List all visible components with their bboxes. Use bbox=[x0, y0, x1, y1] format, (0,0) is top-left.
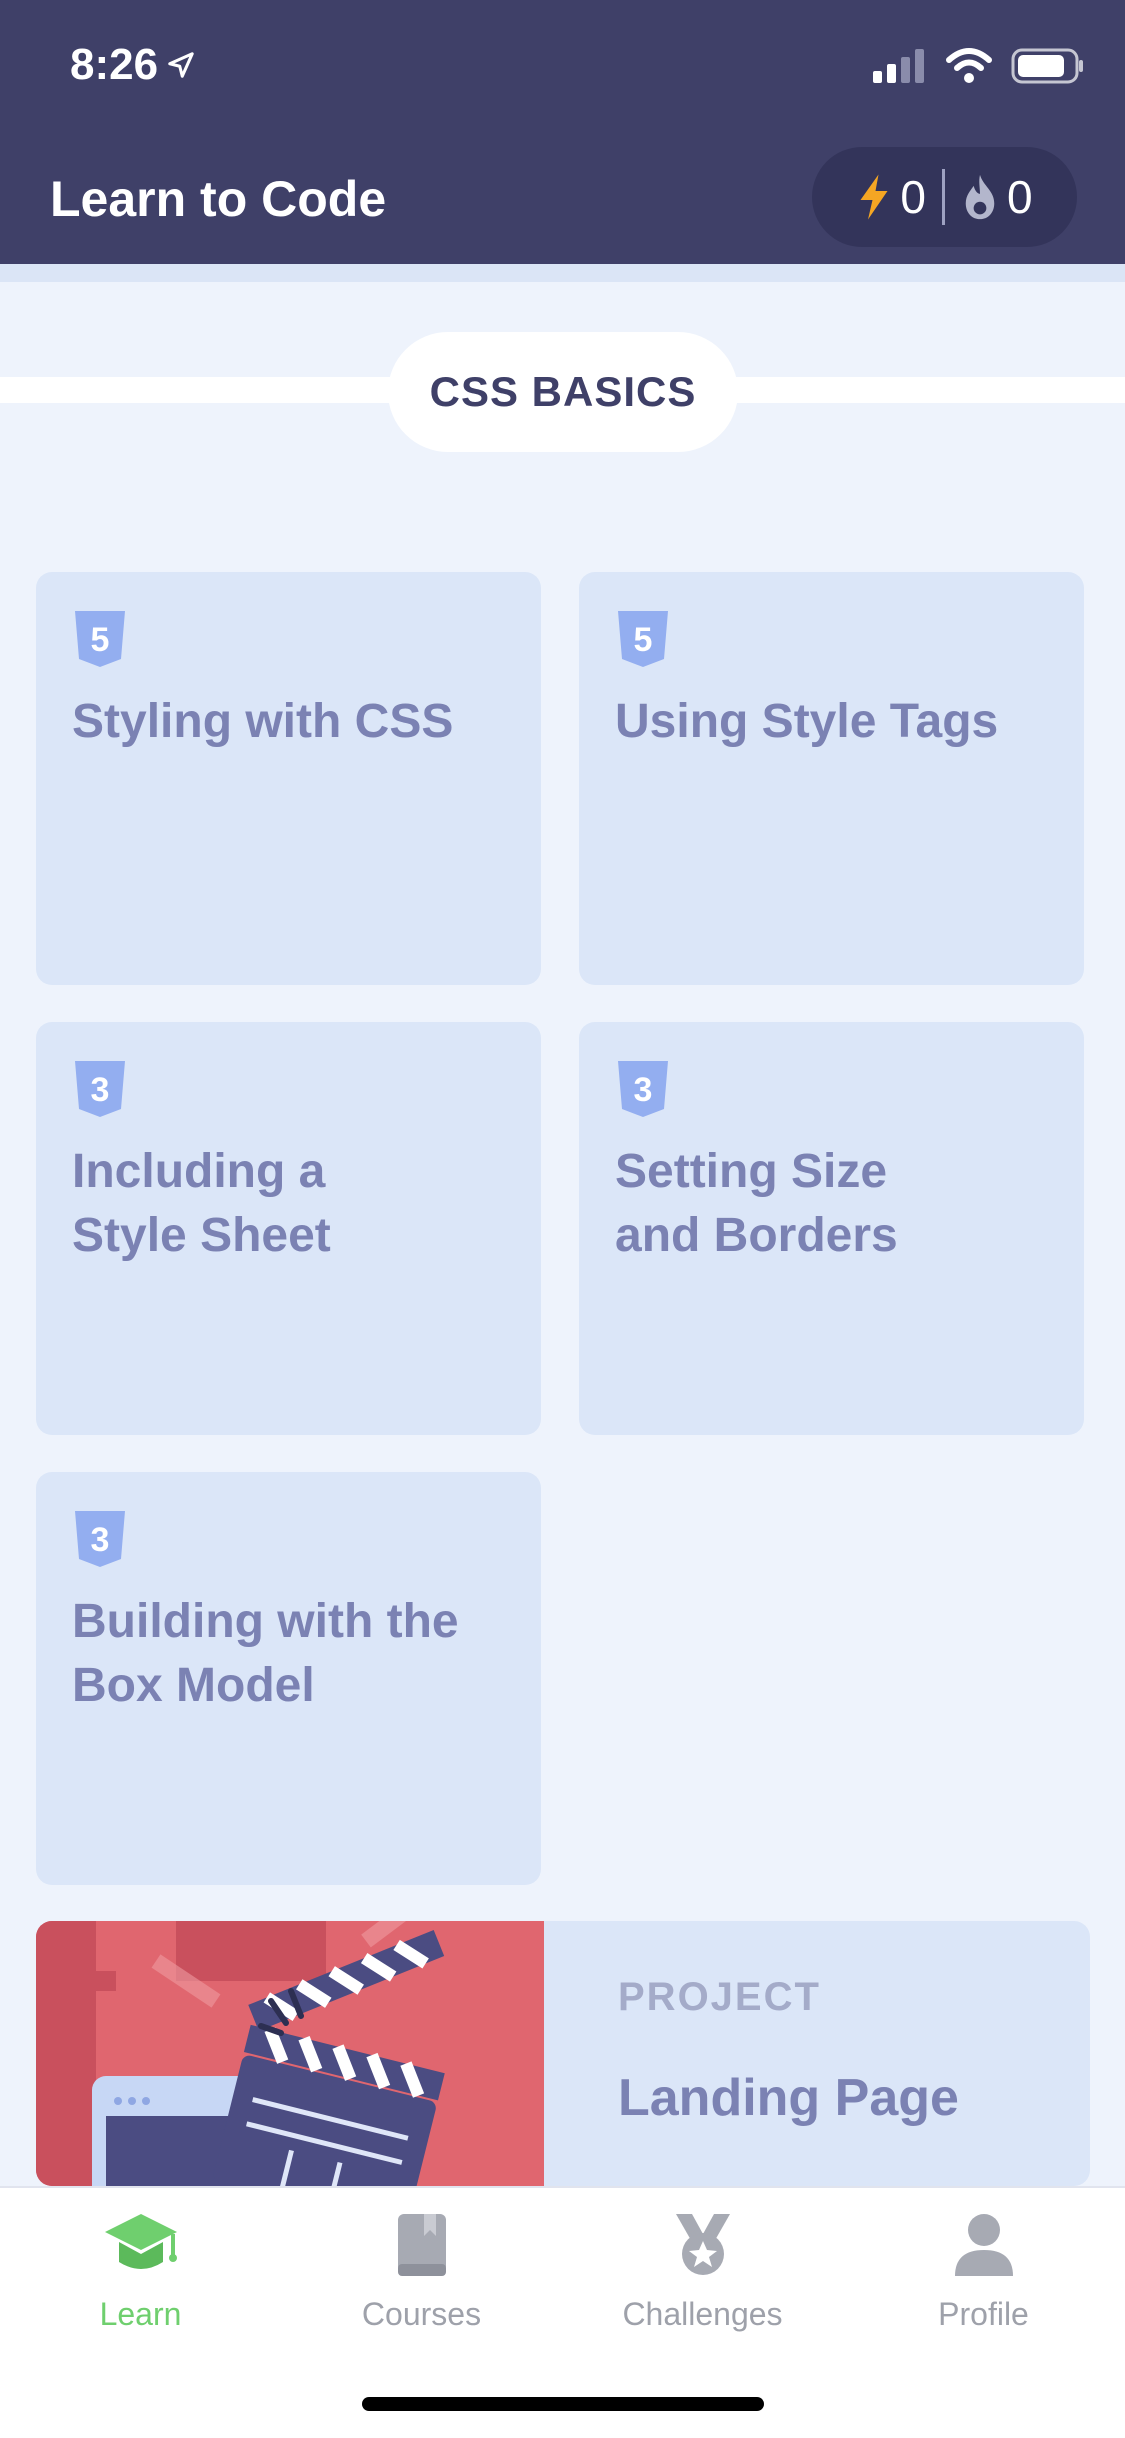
xp-stat: 0 bbox=[856, 170, 926, 224]
lightning-icon bbox=[860, 174, 888, 220]
person-icon bbox=[954, 2214, 1013, 2276]
streak-stat: 0 bbox=[961, 170, 1033, 224]
project-card-landing-page[interactable]: PROJECT Landing Page bbox=[36, 1921, 1090, 2186]
css3-badge-icon: 3 bbox=[75, 1511, 125, 1567]
lesson-card-including-a-style-sheet[interactable]: 3 Including a Style Sheet bbox=[36, 1022, 541, 1435]
tab-label: Courses bbox=[361, 2296, 482, 2332]
project-label: PROJECT bbox=[618, 1975, 821, 2019]
html5-badge-icon: 5 bbox=[618, 611, 668, 667]
lesson-title: Styling with CSS bbox=[72, 695, 454, 748]
cellular-signal-icon bbox=[873, 49, 924, 83]
lesson-title: Using Style Tags bbox=[615, 695, 999, 748]
app-title: Learn to Code bbox=[50, 171, 387, 227]
xp-count: 0 bbox=[900, 171, 926, 223]
tab-challenges[interactable]: Challenges bbox=[562, 2188, 843, 2348]
header-edge bbox=[0, 264, 1125, 282]
tab-label: Learn bbox=[99, 2296, 182, 2332]
battery-icon bbox=[1011, 48, 1083, 84]
tab-learn[interactable]: Learn bbox=[0, 2188, 281, 2348]
html5-badge-icon: 5 bbox=[75, 611, 125, 667]
tab-label: Challenges bbox=[622, 2296, 783, 2332]
css3-badge-icon: 3 bbox=[75, 1061, 125, 1117]
status-time: 8:26 bbox=[70, 40, 196, 90]
book-icon bbox=[397, 2214, 446, 2276]
lesson-title: Setting Size and Borders bbox=[615, 1145, 898, 1262]
wifi-icon bbox=[946, 48, 992, 83]
lesson-title: Including a Style Sheet bbox=[72, 1145, 331, 1262]
lesson-badge: 5 bbox=[91, 621, 110, 659]
lesson-card-setting-size-and-borders[interactable]: 3 Setting Size and Borders bbox=[579, 1022, 1084, 1435]
flame-icon bbox=[965, 174, 995, 220]
streak-count: 0 bbox=[1007, 171, 1033, 223]
stats-divider bbox=[942, 169, 945, 225]
section-title: CSS BASICS bbox=[388, 332, 738, 452]
lesson-card-styling-with-css[interactable]: 5 Styling with CSS bbox=[36, 572, 541, 985]
home-indicator bbox=[362, 2397, 764, 2411]
lesson-badge: 3 bbox=[91, 1071, 110, 1109]
tab-profile[interactable]: Profile bbox=[843, 2188, 1124, 2348]
lesson-card-building-with-the-box-model[interactable]: 3 Building with the Box Model bbox=[36, 1472, 541, 1885]
status-icons bbox=[873, 48, 1085, 84]
lesson-badge: 3 bbox=[91, 1521, 110, 1559]
location-arrow-icon bbox=[168, 52, 194, 78]
lesson-title: Building with the Box Model bbox=[72, 1595, 459, 1712]
status-time-text: 8:26 bbox=[70, 40, 159, 89]
medal-icon bbox=[675, 2214, 730, 2275]
tab-label: Profile bbox=[938, 2296, 1029, 2332]
css3-badge-icon: 3 bbox=[618, 1061, 668, 1117]
clapperboard-illustration bbox=[36, 1921, 445, 2186]
app-header: 8:26 Learn to Code 0 0 bbox=[0, 0, 1125, 264]
stats-pill[interactable]: 0 0 bbox=[812, 147, 1077, 247]
lesson-badge: 3 bbox=[634, 1071, 653, 1109]
tab-bar: Learn Courses Challenges Profile bbox=[0, 2186, 1125, 2438]
lesson-badge: 5 bbox=[634, 621, 653, 659]
project-illustration bbox=[36, 1921, 544, 2186]
graduation-cap-icon bbox=[104, 2214, 177, 2269]
project-title: Landing Page bbox=[618, 2069, 959, 2127]
lesson-card-using-style-tags[interactable]: 5 Using Style Tags bbox=[579, 572, 1084, 985]
tab-courses[interactable]: Courses bbox=[281, 2188, 562, 2348]
